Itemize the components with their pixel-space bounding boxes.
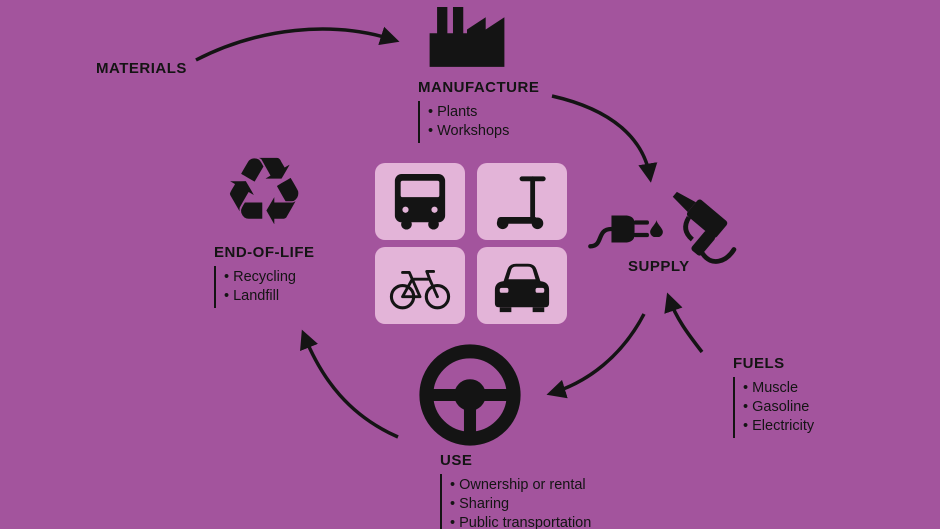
arrow-supply-to-use bbox=[546, 313, 646, 399]
manufacture-list: Plants Workshops bbox=[418, 101, 539, 143]
bus-icon bbox=[394, 173, 446, 230]
list-item: Ownership or rental bbox=[450, 476, 591, 495]
car-tile bbox=[477, 247, 567, 324]
end-of-life-node: END-OF-LIFE Recycling Landfill bbox=[214, 244, 315, 308]
list-item: Plants bbox=[428, 103, 539, 122]
arrow-fuels-to-supply bbox=[664, 292, 704, 354]
fuels-title: FUELS bbox=[733, 355, 785, 372]
fuels-list: Muscle Gasoline Electricity bbox=[733, 377, 814, 438]
list-item: Gasoline bbox=[743, 398, 814, 417]
end-of-life-title: END-OF-LIFE bbox=[214, 244, 315, 261]
arrow-materials-to-manufacture bbox=[195, 26, 400, 62]
recycle-icon: ♻ bbox=[222, 138, 307, 247]
list-item: Recycling bbox=[224, 268, 315, 287]
bicycle-tile bbox=[375, 247, 465, 324]
list-item: Muscle bbox=[743, 379, 814, 398]
materials-label: MATERIALS bbox=[96, 60, 187, 77]
fuel-nozzle-icon bbox=[672, 191, 737, 264]
list-item: Workshops bbox=[428, 122, 539, 141]
list-item: Sharing bbox=[450, 495, 591, 514]
list-item: Electricity bbox=[743, 417, 814, 436]
arrow-use-to-endoflife bbox=[300, 329, 399, 439]
use-title: USE bbox=[440, 452, 473, 469]
use-list: Ownership or rental Sharing Public trans… bbox=[440, 474, 591, 529]
end-of-life-list: Recycling Landfill bbox=[214, 266, 315, 308]
bus-tile bbox=[375, 163, 465, 240]
manufacture-node: MANUFACTURE Plants Workshops bbox=[418, 79, 539, 143]
list-item: Public transportation bbox=[450, 514, 591, 529]
list-item: Landfill bbox=[224, 287, 315, 306]
plug-icon bbox=[588, 215, 649, 249]
fuel-drop-icon bbox=[650, 220, 663, 237]
use-node: USE Ownership or rental Sharing Public t… bbox=[440, 452, 591, 529]
supply-title: SUPPLY bbox=[628, 258, 690, 275]
bicycle-icon bbox=[389, 269, 451, 309]
factory-icon bbox=[429, 7, 505, 67]
scooter-icon bbox=[496, 175, 546, 229]
steering-wheel-icon bbox=[419, 344, 521, 446]
fuels-node: FUELS Muscle Gasoline Electricity bbox=[733, 355, 814, 438]
scooter-tile bbox=[477, 163, 567, 240]
car-icon bbox=[494, 263, 550, 312]
manufacture-title: MANUFACTURE bbox=[418, 79, 540, 96]
vehicle-tiles bbox=[375, 163, 567, 324]
